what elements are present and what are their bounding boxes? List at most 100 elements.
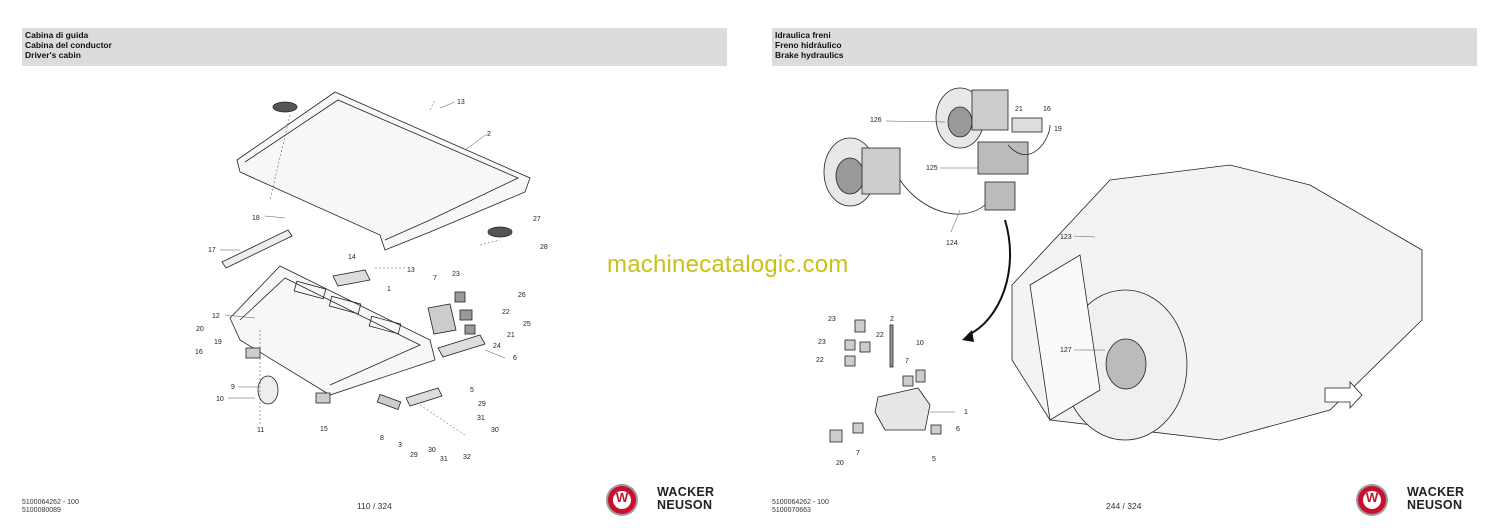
right-header-line2: Freno hidráulico — [775, 40, 842, 50]
left-header-line1: Cabina di guida — [25, 30, 89, 40]
right-header-line3: Brake hydraulics — [775, 50, 844, 60]
bar-17 — [221, 229, 293, 269]
callout-125: 125 — [926, 165, 938, 172]
callout-23a: 23 — [828, 316, 836, 323]
frame-slot-3 — [368, 315, 402, 335]
left-page-number: 110 / 324 — [357, 501, 392, 511]
panel-7 — [427, 303, 457, 335]
callout-11: 11 — [257, 427, 264, 434]
callout-22b: 22 — [816, 357, 824, 364]
callout-10: 10 — [216, 396, 224, 403]
callout-8: 8 — [380, 435, 384, 442]
logo-letter: W — [615, 490, 629, 505]
direction-arrow — [1324, 380, 1363, 410]
left-header-line3: Driver's cabin — [25, 50, 81, 60]
fitting-23b — [844, 339, 856, 351]
callout-10: 10 — [916, 340, 924, 347]
hose-124 — [899, 179, 986, 215]
callout-25: 25 — [523, 321, 531, 328]
fitting-23a — [854, 319, 866, 333]
callout-1: 1 — [387, 286, 391, 293]
callout-21: 21 — [507, 332, 515, 339]
brand-line2: NEUSON — [657, 498, 713, 512]
brake-valve-1 — [874, 387, 931, 431]
callout-124: 124 — [946, 240, 958, 247]
brand-line2: NEUSON — [1407, 498, 1463, 512]
frame-slot-1 — [293, 280, 327, 300]
valve-block — [977, 141, 1029, 175]
right-page-header: Idraulica freni Freno hidráulico Brake h… — [772, 28, 1477, 66]
brake-hydraulics-diagram: 126 21 16 19 125 124 123 127 23 2 22 23 … — [816, 87, 1423, 467]
part-23 — [454, 291, 466, 303]
callout-32: 32 — [463, 454, 471, 461]
right-footer-code1: 5100064262 - 100 — [772, 499, 829, 506]
roof-vent-left — [272, 101, 298, 113]
panel-6 — [437, 334, 486, 358]
callout-18: 18 — [252, 215, 260, 222]
logo-letter: W — [1365, 490, 1379, 505]
mount-9 — [257, 375, 279, 405]
wacker-logo-icon: W — [1358, 486, 1386, 514]
brand-name: WACKER NEUSON — [1407, 486, 1464, 512]
fitting-6 — [930, 424, 942, 435]
callout-31b: 31 — [440, 456, 448, 463]
callout-26: 26 — [518, 292, 526, 299]
callout-30a: 30 — [491, 427, 499, 434]
left-footer-code1: 5100064262 - 100 — [22, 499, 79, 506]
callout-6: 6 — [513, 355, 517, 362]
callout-24: 24 — [493, 343, 501, 350]
curved-arrow — [967, 219, 1012, 336]
left-page: Cabina di guida Cabina del conductor Dri… — [22, 28, 727, 515]
callout-22a: 22 — [876, 332, 884, 339]
cabin-exploded-diagram: 13 2 27 28 18 17 14 13 1 7 23 26 22 25 2… — [195, 91, 548, 463]
fitting-7b — [852, 422, 864, 434]
callout-17: 17 — [208, 247, 216, 254]
callout-2: 2 — [487, 131, 491, 138]
callout-27: 27 — [533, 216, 541, 223]
brand-line1: WACKER — [1407, 485, 1465, 499]
callout-28: 28 — [540, 244, 548, 251]
right-footer-code2: 5100070663 — [772, 507, 811, 514]
callout-23: 23 — [452, 271, 460, 278]
callout-12: 12 — [212, 313, 220, 320]
left-footer-codes: 5100064262 - 100 5100080089 — [22, 499, 79, 515]
motor-127 — [1105, 338, 1147, 390]
callout-14: 14 — [348, 254, 356, 261]
callout-1: 1 — [964, 409, 968, 416]
callout-3: 3 — [398, 442, 402, 449]
cab-frame — [229, 265, 436, 396]
fitting-22b — [844, 355, 856, 367]
roof-vent-right — [487, 226, 513, 238]
roof-inner-edge — [244, 99, 519, 241]
right-footer-codes: 5100064262 - 100 5100070663 — [772, 499, 829, 515]
callout-2: 2 — [890, 316, 894, 323]
callout-19: 19 — [1054, 126, 1062, 133]
callout-7b: 7 — [856, 450, 860, 457]
part-5 — [405, 387, 443, 407]
callout-5: 5 — [932, 456, 936, 463]
callout-21: 21 — [1015, 106, 1023, 113]
left-header-line2: Cabina del conductor — [25, 40, 112, 50]
left-footer-code2: 5100080089 — [22, 507, 61, 514]
fitting-10 — [915, 369, 926, 383]
callout-19: 19 — [214, 339, 222, 346]
roof-panel — [236, 91, 531, 251]
callout-22: 22 — [502, 309, 510, 316]
callout-13b: 13 — [407, 267, 415, 274]
callout-29a: 29 — [478, 401, 486, 408]
callout-20: 20 — [196, 326, 204, 333]
callout-127: 127 — [1060, 347, 1072, 354]
callout-5: 5 — [470, 387, 474, 394]
callout-23b: 23 — [818, 339, 826, 346]
roller-side — [1029, 254, 1101, 421]
frame-slot-2 — [328, 295, 362, 315]
bracket-15 — [315, 392, 331, 404]
callout-16: 16 — [195, 349, 203, 356]
right-page: Idraulica freni Freno hidráulico Brake h… — [750, 0, 1500, 531]
fitting-20 — [829, 429, 843, 443]
callout-7: 7 — [433, 275, 437, 282]
callout-15: 15 — [320, 426, 328, 433]
part-8 — [376, 393, 402, 411]
callout-20: 20 — [836, 460, 844, 467]
callout-126: 126 — [870, 117, 882, 124]
